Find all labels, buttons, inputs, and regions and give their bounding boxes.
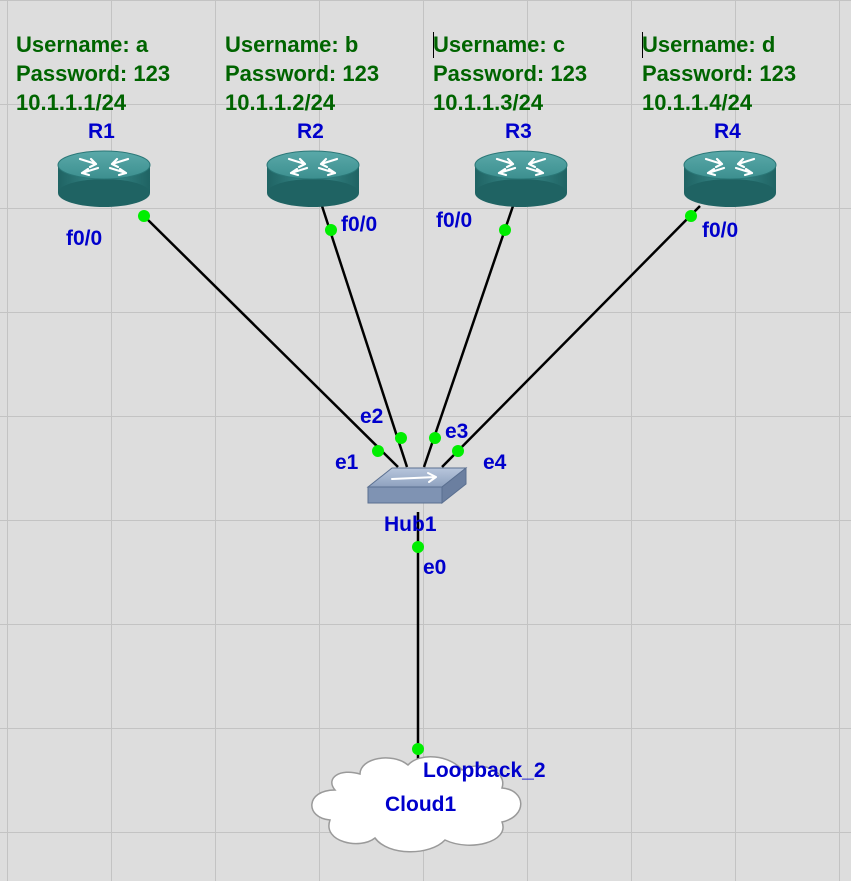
hub-hub1[interactable] bbox=[366, 466, 468, 505]
port-dot-r3-f0-0 bbox=[499, 224, 511, 236]
port-dot-hub-e1 bbox=[372, 445, 384, 457]
password-text: Password: 123 bbox=[16, 61, 171, 86]
hub-port-label-e4: e4 bbox=[483, 451, 507, 474]
hub-port-label-e1: e1 bbox=[335, 451, 359, 474]
link-r2-hub bbox=[320, 205, 409, 468]
port-dot-r2-f0-0 bbox=[325, 224, 337, 236]
link-r3-hub bbox=[422, 205, 515, 468]
password-text: Password: 123 bbox=[433, 61, 588, 86]
links bbox=[143, 205, 701, 766]
port-dot-hub-e0 bbox=[412, 541, 424, 553]
router-r1[interactable] bbox=[56, 149, 152, 209]
router-config-note-r3[interactable]: Username: c Password: 123 10.1.1.3/24 bbox=[433, 30, 587, 117]
port-dots bbox=[138, 210, 697, 755]
hub-port-label-e2: e2 bbox=[360, 405, 384, 428]
router-name-r1: R1 bbox=[88, 120, 115, 143]
ip-address-text: 10.1.1.1/24 bbox=[16, 90, 127, 115]
username-text: Username: d bbox=[642, 32, 776, 57]
interface-label-r3: f0/0 bbox=[436, 209, 473, 232]
ip-address-text: 10.1.1.2/24 bbox=[225, 90, 336, 115]
router-name-r3: R3 bbox=[505, 120, 532, 143]
router-icon bbox=[265, 149, 361, 209]
router-name-r4: R4 bbox=[714, 120, 741, 143]
password-text: Password: 123 bbox=[642, 61, 797, 86]
hub-port-label-e3: e3 bbox=[445, 420, 469, 443]
router-icon bbox=[56, 149, 152, 209]
interface-label-r2: f0/0 bbox=[341, 213, 378, 236]
cloud-icon bbox=[311, 756, 522, 853]
username-text: Username: b bbox=[225, 32, 359, 57]
router-config-note-r2[interactable]: Username: b Password: 123 10.1.1.2/24 bbox=[225, 30, 379, 117]
hub-name: Hub1 bbox=[384, 513, 437, 536]
link-r1-hub bbox=[143, 215, 399, 468]
cloud-interface-label: Loopback_2 bbox=[423, 759, 546, 782]
hub-icon bbox=[366, 466, 468, 505]
port-dot-r4-f0-0 bbox=[685, 210, 697, 222]
port-dot-hub-e2 bbox=[395, 432, 407, 444]
router-icon bbox=[682, 149, 778, 209]
port-dot-r1-f0-0 bbox=[138, 210, 150, 222]
hub-port-label-e0: e0 bbox=[423, 556, 447, 579]
router-icon bbox=[473, 149, 569, 209]
port-dot-hub-e3 bbox=[429, 432, 441, 444]
link-r4-hub bbox=[441, 205, 701, 468]
router-r2[interactable] bbox=[265, 149, 361, 209]
router-r4[interactable] bbox=[682, 149, 778, 209]
text-cursor bbox=[433, 32, 434, 58]
router-config-note-r4[interactable]: Username: d Password: 123 10.1.1.4/24 bbox=[642, 30, 796, 117]
username-text: Username: a bbox=[16, 32, 149, 57]
text-cursor bbox=[642, 32, 643, 58]
interface-label-r4: f0/0 bbox=[702, 219, 739, 242]
username-text: Username: c bbox=[433, 32, 566, 57]
router-config-note-r1[interactable]: Username: a Password: 123 10.1.1.1/24 bbox=[16, 30, 170, 117]
router-name-r2: R2 bbox=[297, 120, 324, 143]
cloud-cloud1[interactable] bbox=[311, 756, 522, 853]
interface-label-r1: f0/0 bbox=[66, 227, 103, 250]
password-text: Password: 123 bbox=[225, 61, 380, 86]
ip-address-text: 10.1.1.3/24 bbox=[433, 90, 544, 115]
router-r3[interactable] bbox=[473, 149, 569, 209]
cloud-name: Cloud1 bbox=[385, 793, 457, 816]
port-dot-cloud-loopback bbox=[412, 743, 424, 755]
ip-address-text: 10.1.1.4/24 bbox=[642, 90, 753, 115]
port-dot-hub-e4 bbox=[452, 445, 464, 457]
